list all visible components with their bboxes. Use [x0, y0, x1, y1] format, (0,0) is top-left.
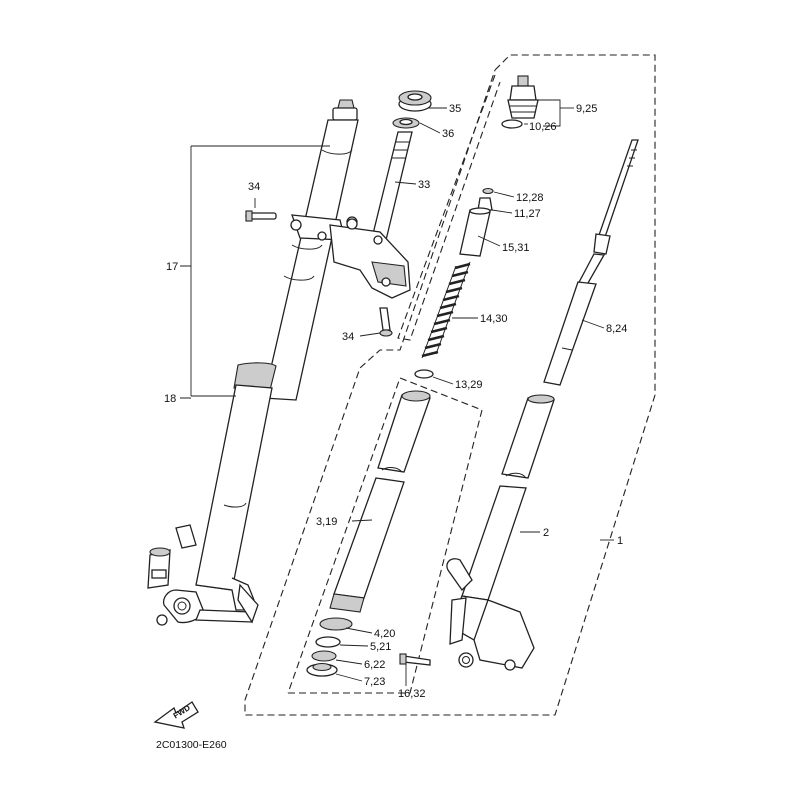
- callout-8-24: 8,24: [606, 323, 627, 335]
- steering-stem-33: [329, 131, 413, 337]
- bolt-16-32-icon: [399, 653, 431, 666]
- callout-14-30: 14,30: [480, 313, 508, 325]
- callout-13-29: 13,29: [455, 379, 483, 391]
- callout-7-23: 7,23: [364, 676, 385, 688]
- spacer-15-31-icon: [459, 207, 491, 257]
- outer-tube-group-dashed-outline: [287, 377, 483, 694]
- callout-4-20: 4,20: [374, 628, 395, 640]
- callout-34-lower: 34: [342, 331, 354, 343]
- callout-16-32: 16,32: [398, 688, 426, 700]
- callout-17: 17: [166, 261, 178, 273]
- seals-4-to-7-icon: [306, 617, 353, 677]
- callout-9-25: 9,25: [576, 103, 597, 115]
- callout-2: 2: [543, 527, 549, 539]
- washer-12-28-icon: [482, 187, 494, 195]
- bearing-35-icon: [398, 90, 432, 112]
- upper-bracket-group-dashed-outline: [397, 74, 501, 341]
- leader-lines: [180, 99, 614, 686]
- callout-36: 36: [442, 128, 454, 140]
- callout-18: 18: [164, 393, 176, 405]
- callout-15-31: 15,31: [502, 242, 530, 254]
- cap-bolt-9-25-icon: [507, 75, 539, 119]
- inner-tube-2-icon: [446, 394, 555, 671]
- fork-spring-14-30-icon: [421, 261, 471, 359]
- callout-34-upper: 34: [248, 181, 260, 193]
- race-36-icon: [392, 117, 420, 129]
- damper-rod-8-24-icon: [543, 139, 639, 386]
- bolt-34-lower-icon: [379, 307, 393, 337]
- callout-10-26: 10,26: [529, 121, 557, 133]
- callout-33: 33: [418, 179, 430, 191]
- callout-6-22: 6,22: [364, 659, 385, 671]
- callout-1: 1: [617, 535, 623, 547]
- outer-fork-assembly-dashed-outline: [244, 54, 656, 716]
- callout-12-28: 12,28: [516, 192, 544, 204]
- callout-labels: 35 36 33 34 34 9,25 10,26 12,28 11,27 15…: [164, 103, 627, 700]
- bolt-34-upper-icon: [245, 210, 277, 222]
- callout-11-27: 11,27: [514, 208, 541, 220]
- callout-35: 35: [449, 103, 461, 115]
- callout-3-19: 3,19: [316, 516, 337, 528]
- callout-5-21: 5,21: [370, 641, 391, 653]
- washer-13-29-icon: [414, 369, 434, 379]
- outer-tube-3-19-icon: [329, 390, 431, 613]
- diagram-code: 2C01300-E260: [156, 739, 227, 751]
- forward-direction-arrow-icon: FWD: [153, 701, 199, 729]
- assembled-fork-leg: [147, 99, 359, 626]
- o-ring-10-26-icon: [501, 119, 523, 129]
